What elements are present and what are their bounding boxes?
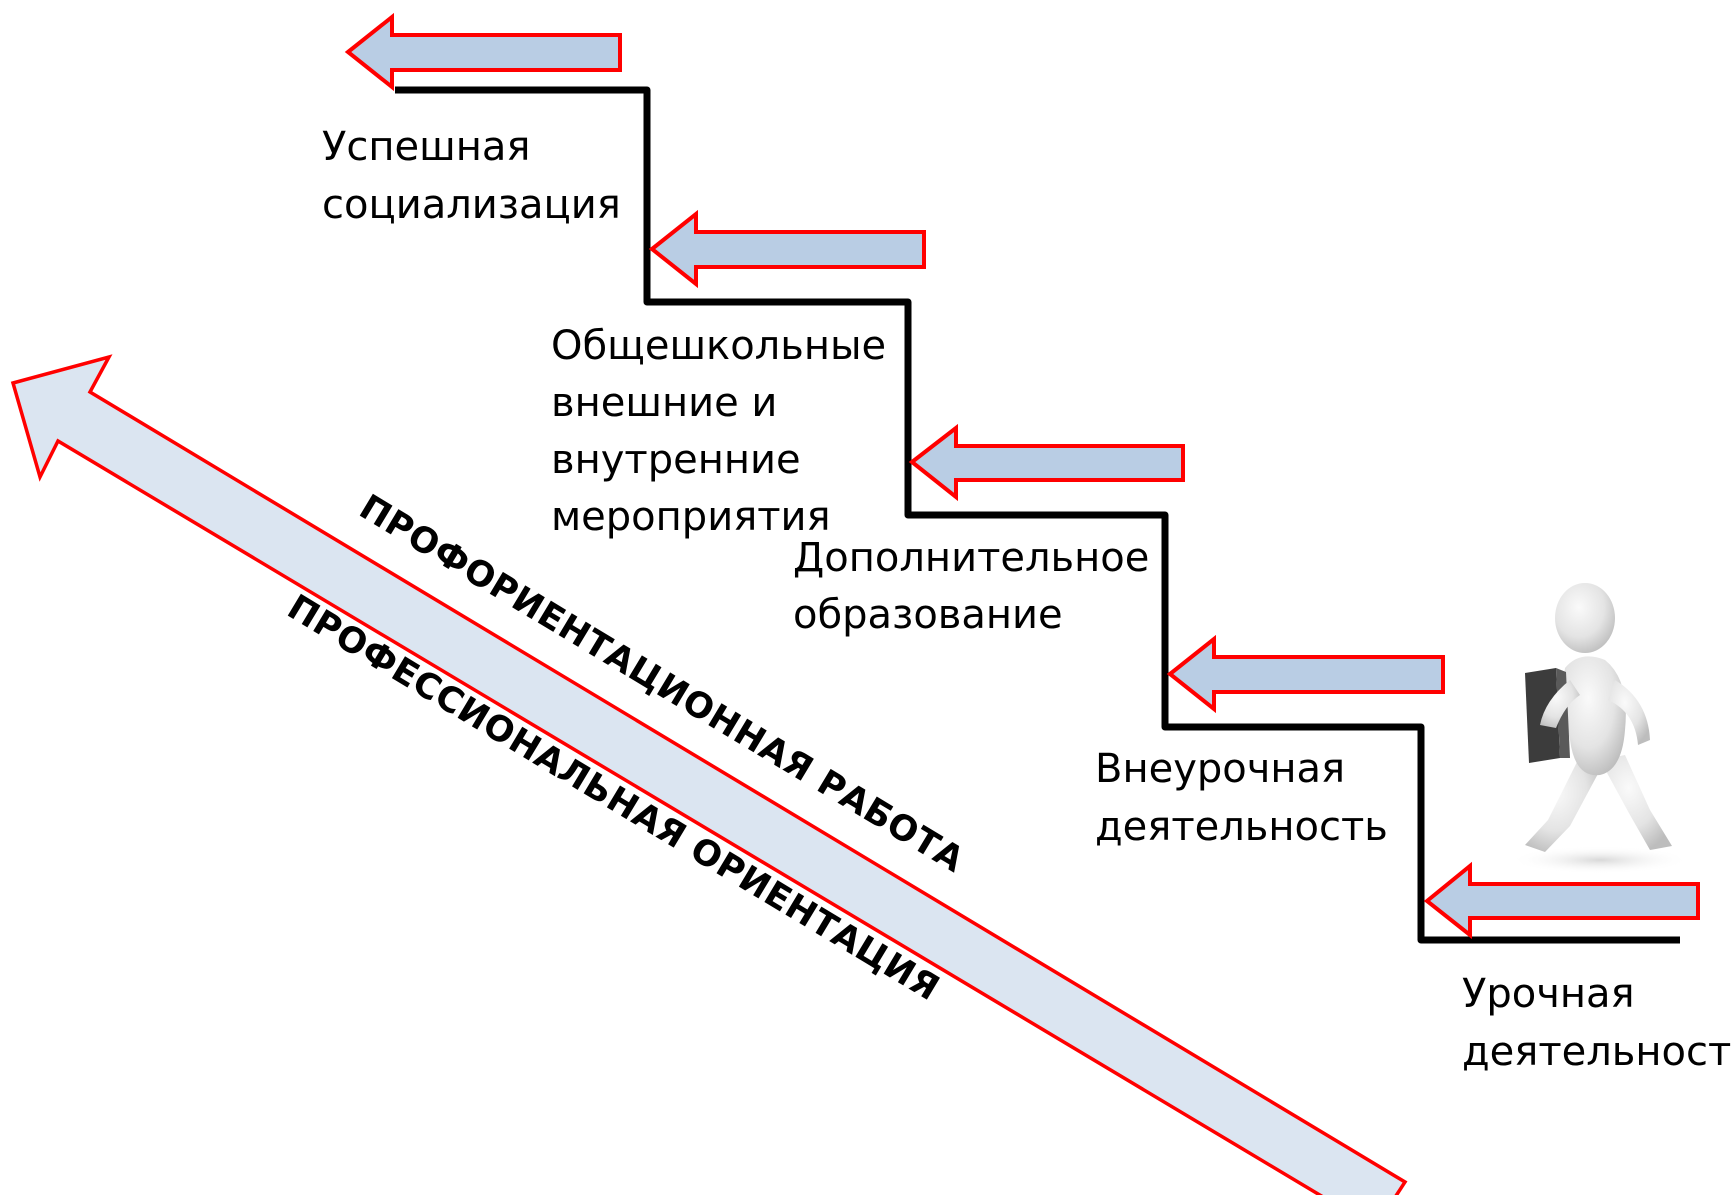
career-orientation-band-arrow: [10, 354, 1408, 1195]
step-label-2: Внеурочная деятельность: [1095, 746, 1388, 850]
step-arrow-5: [344, 12, 622, 92]
step-arrow-1: [1423, 861, 1700, 940]
step-arrows: [344, 12, 1700, 940]
step-arrow-4: [648, 209, 926, 289]
step-labels: Урочная деятельность Внеурочная деятельн…: [322, 124, 1733, 1075]
step-label-4: Общешкольные внешние и внутренние меропр…: [551, 323, 899, 540]
walking-person-with-book-icon: [1510, 583, 1690, 874]
step-arrow-2: [1166, 634, 1445, 714]
step-label-5: Успешная социализация: [322, 124, 621, 228]
step-arrow-3: [908, 423, 1185, 502]
step-label-3: Дополнительное образование: [793, 535, 1162, 638]
staircase-line: [395, 86, 1680, 944]
step-label-1: Урочная деятельность: [1462, 971, 1733, 1075]
